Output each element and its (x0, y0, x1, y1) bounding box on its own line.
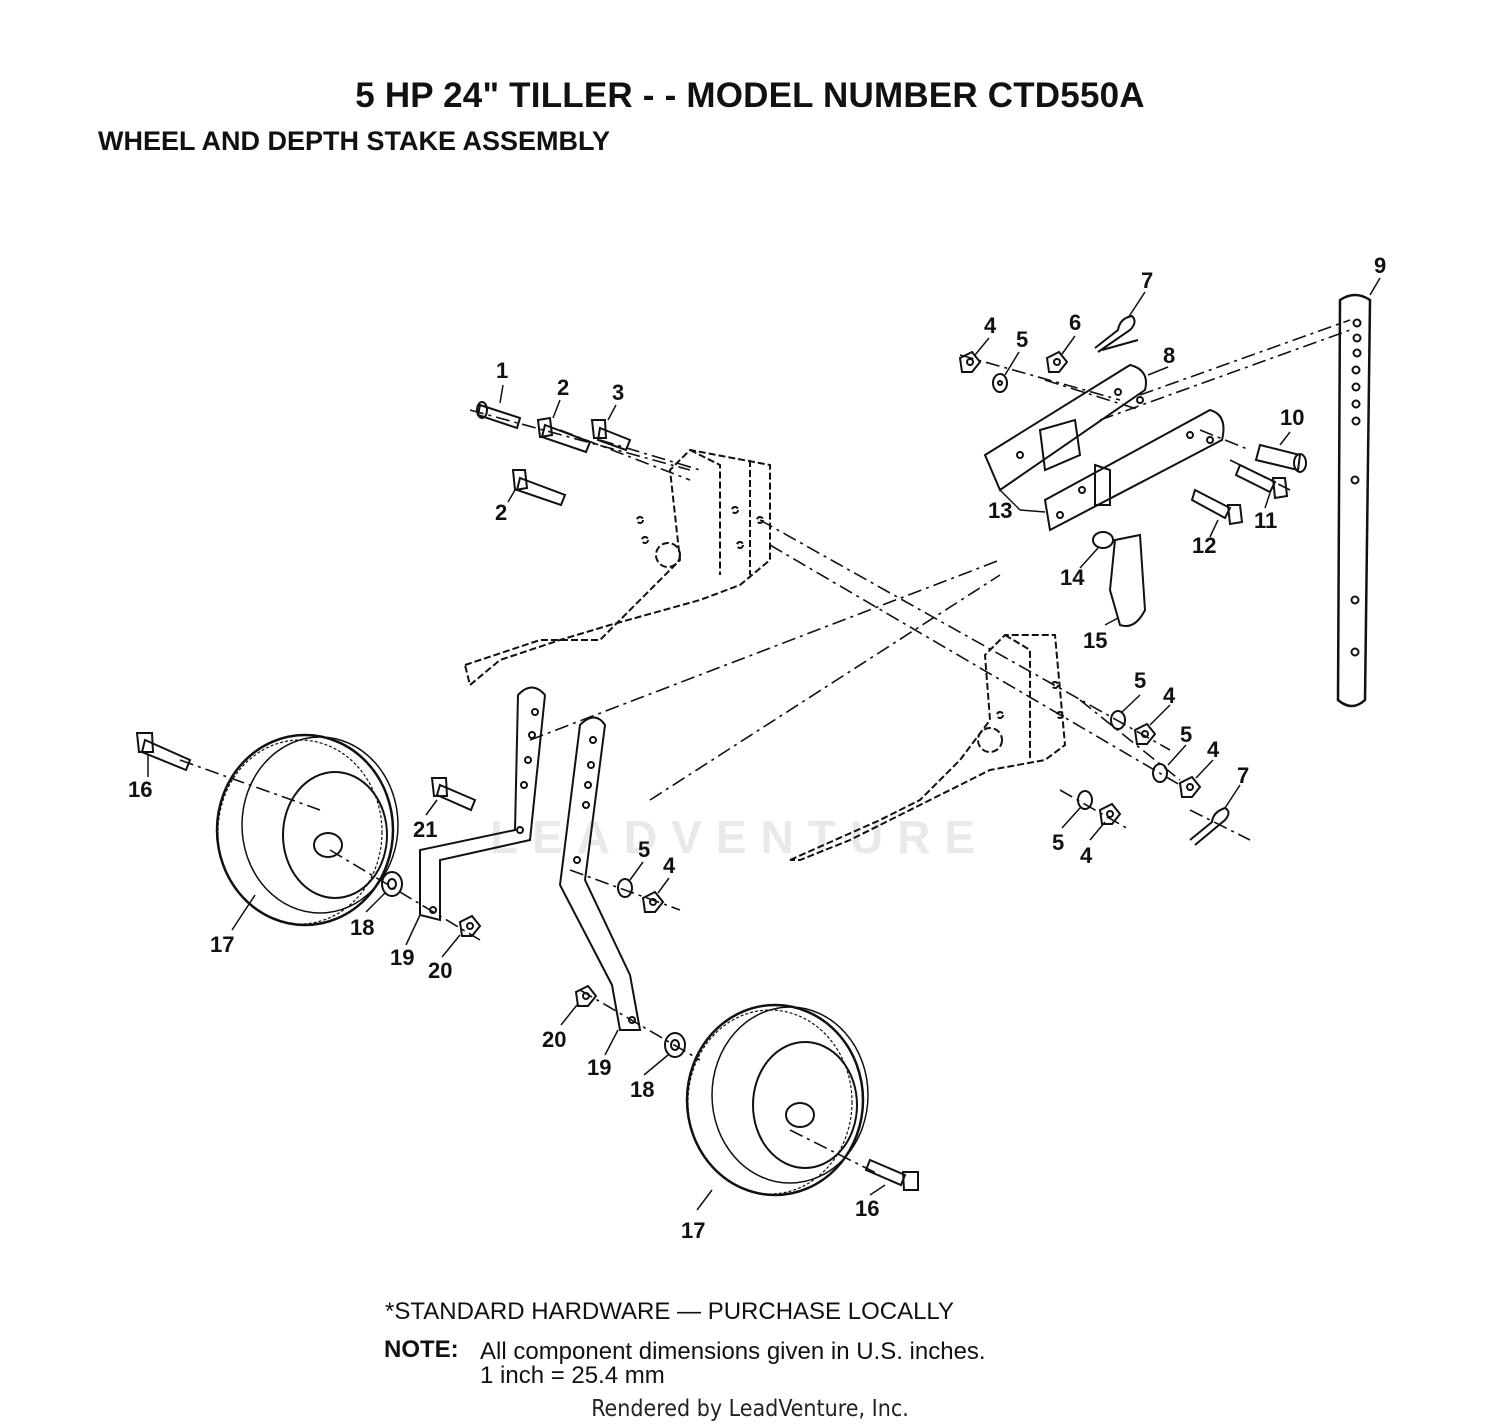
callout-4b: 4 (663, 853, 676, 878)
callout-18a: 18 (350, 915, 374, 940)
callout-19b: 19 (587, 1055, 611, 1080)
washer-18-right (664, 1032, 686, 1058)
right-mounting-bracket (789, 634, 1067, 861)
washer-5-right-a (1110, 710, 1126, 730)
callout-11: 11 (1254, 508, 1277, 533)
wheel-right (685, 1003, 869, 1197)
diagram-subtitle: WHEEL AND DEPTH STAKE ASSEMBLY (98, 126, 611, 156)
washer-5-right-b (1152, 763, 1168, 783)
washer-18-left (381, 871, 403, 897)
washer-5-mid (617, 878, 633, 898)
callout-7b: 7 (1237, 763, 1249, 788)
callout-10: 10 (1280, 405, 1304, 430)
depth-stake (1336, 293, 1372, 708)
callout-5e: 5 (1052, 830, 1064, 855)
callout-5a: 5 (1016, 327, 1028, 352)
callout-1: 1 (496, 358, 508, 383)
callout-3: 3 (612, 380, 624, 405)
assembly-centerlines (179, 319, 1351, 1176)
depth-stake-bracket-lower (1043, 408, 1225, 532)
nut-4-right-b (1178, 775, 1202, 798)
cotter-pin-7-top (1094, 314, 1139, 353)
wheel-bracket-right (558, 716, 642, 1031)
callout-16b: 16 (855, 1196, 879, 1221)
callout-15: 15 (1083, 628, 1107, 653)
callout-14: 14 (1060, 565, 1085, 590)
callout-4e: 4 (1080, 843, 1093, 868)
standard-hardware-note: *STANDARD HARDWARE — PURCHASE LOCALLY (385, 1298, 954, 1325)
nut-20-left (458, 914, 482, 937)
wheel-left (215, 733, 399, 927)
bolt-2-upper (536, 416, 592, 454)
bolt-1 (476, 401, 522, 430)
callout-8: 8 (1163, 343, 1175, 368)
left-mounting-bracket (463, 448, 771, 687)
callout-6: 6 (1069, 310, 1081, 335)
callout-labels: 1 2 3 2 4 5 6 7 8 9 10 11 12 13 14 15 16… (128, 253, 1386, 1243)
washer-5-top (992, 373, 1008, 393)
callout-leaders (147, 277, 1381, 1211)
callout-5b: 5 (638, 837, 650, 862)
callout-12: 12 (1192, 533, 1216, 558)
note-text: All component dimensions given in U.S. i… (480, 1338, 986, 1365)
callout-17a: 17 (210, 932, 234, 957)
spring-clip (1092, 531, 1147, 627)
nut-4-right-a (1133, 722, 1157, 745)
washer-5-right-c (1077, 790, 1093, 810)
watermark-text: LEADVENTURE (490, 811, 990, 863)
callout-2a: 2 (557, 375, 569, 400)
callout-17b: 17 (681, 1218, 705, 1243)
callout-21: 21 (413, 817, 437, 842)
callout-9: 9 (1374, 253, 1386, 278)
nut-6 (1045, 350, 1069, 373)
callout-5d: 5 (1180, 722, 1192, 747)
depth-stake-bracket-upper (983, 363, 1147, 492)
bolt-12 (1190, 488, 1244, 526)
unit-conversion-note: 1 inch = 25.4 mm (480, 1362, 665, 1389)
diagram-title: 5 HP 24" TILLER - - MODEL NUMBER CTD550A (355, 76, 1145, 115)
nut-4-mid (641, 890, 665, 913)
callout-5c: 5 (1134, 668, 1146, 693)
note-label: NOTE: (384, 1336, 459, 1363)
bolt-16-left (135, 732, 192, 772)
nut-20-right (574, 984, 598, 1007)
callout-20a: 20 (428, 958, 452, 983)
bolt-2-lower (511, 469, 567, 507)
wheel-bracket-left (419, 686, 547, 922)
callout-4c: 4 (1163, 683, 1176, 708)
callout-16a: 16 (128, 777, 152, 802)
callout-4d: 4 (1207, 737, 1220, 762)
pin-10 (1254, 443, 1307, 473)
callout-19a: 19 (390, 945, 414, 970)
callout-13: 13 (988, 498, 1012, 523)
callout-18b: 18 (630, 1077, 654, 1102)
callout-4a: 4 (984, 313, 997, 338)
callout-20b: 20 (542, 1027, 566, 1052)
rendered-by-credit: Rendered by LeadVenture, Inc. (591, 1396, 909, 1422)
callout-7a: 7 (1141, 268, 1153, 293)
bolt-11 (1234, 463, 1289, 500)
nut-4-right-c (1098, 802, 1122, 825)
bolt-21 (430, 777, 477, 812)
bolt-16-right (864, 1158, 919, 1191)
bolt-3 (590, 419, 632, 452)
nut-4-top (958, 350, 982, 373)
callout-2b: 2 (495, 500, 507, 525)
